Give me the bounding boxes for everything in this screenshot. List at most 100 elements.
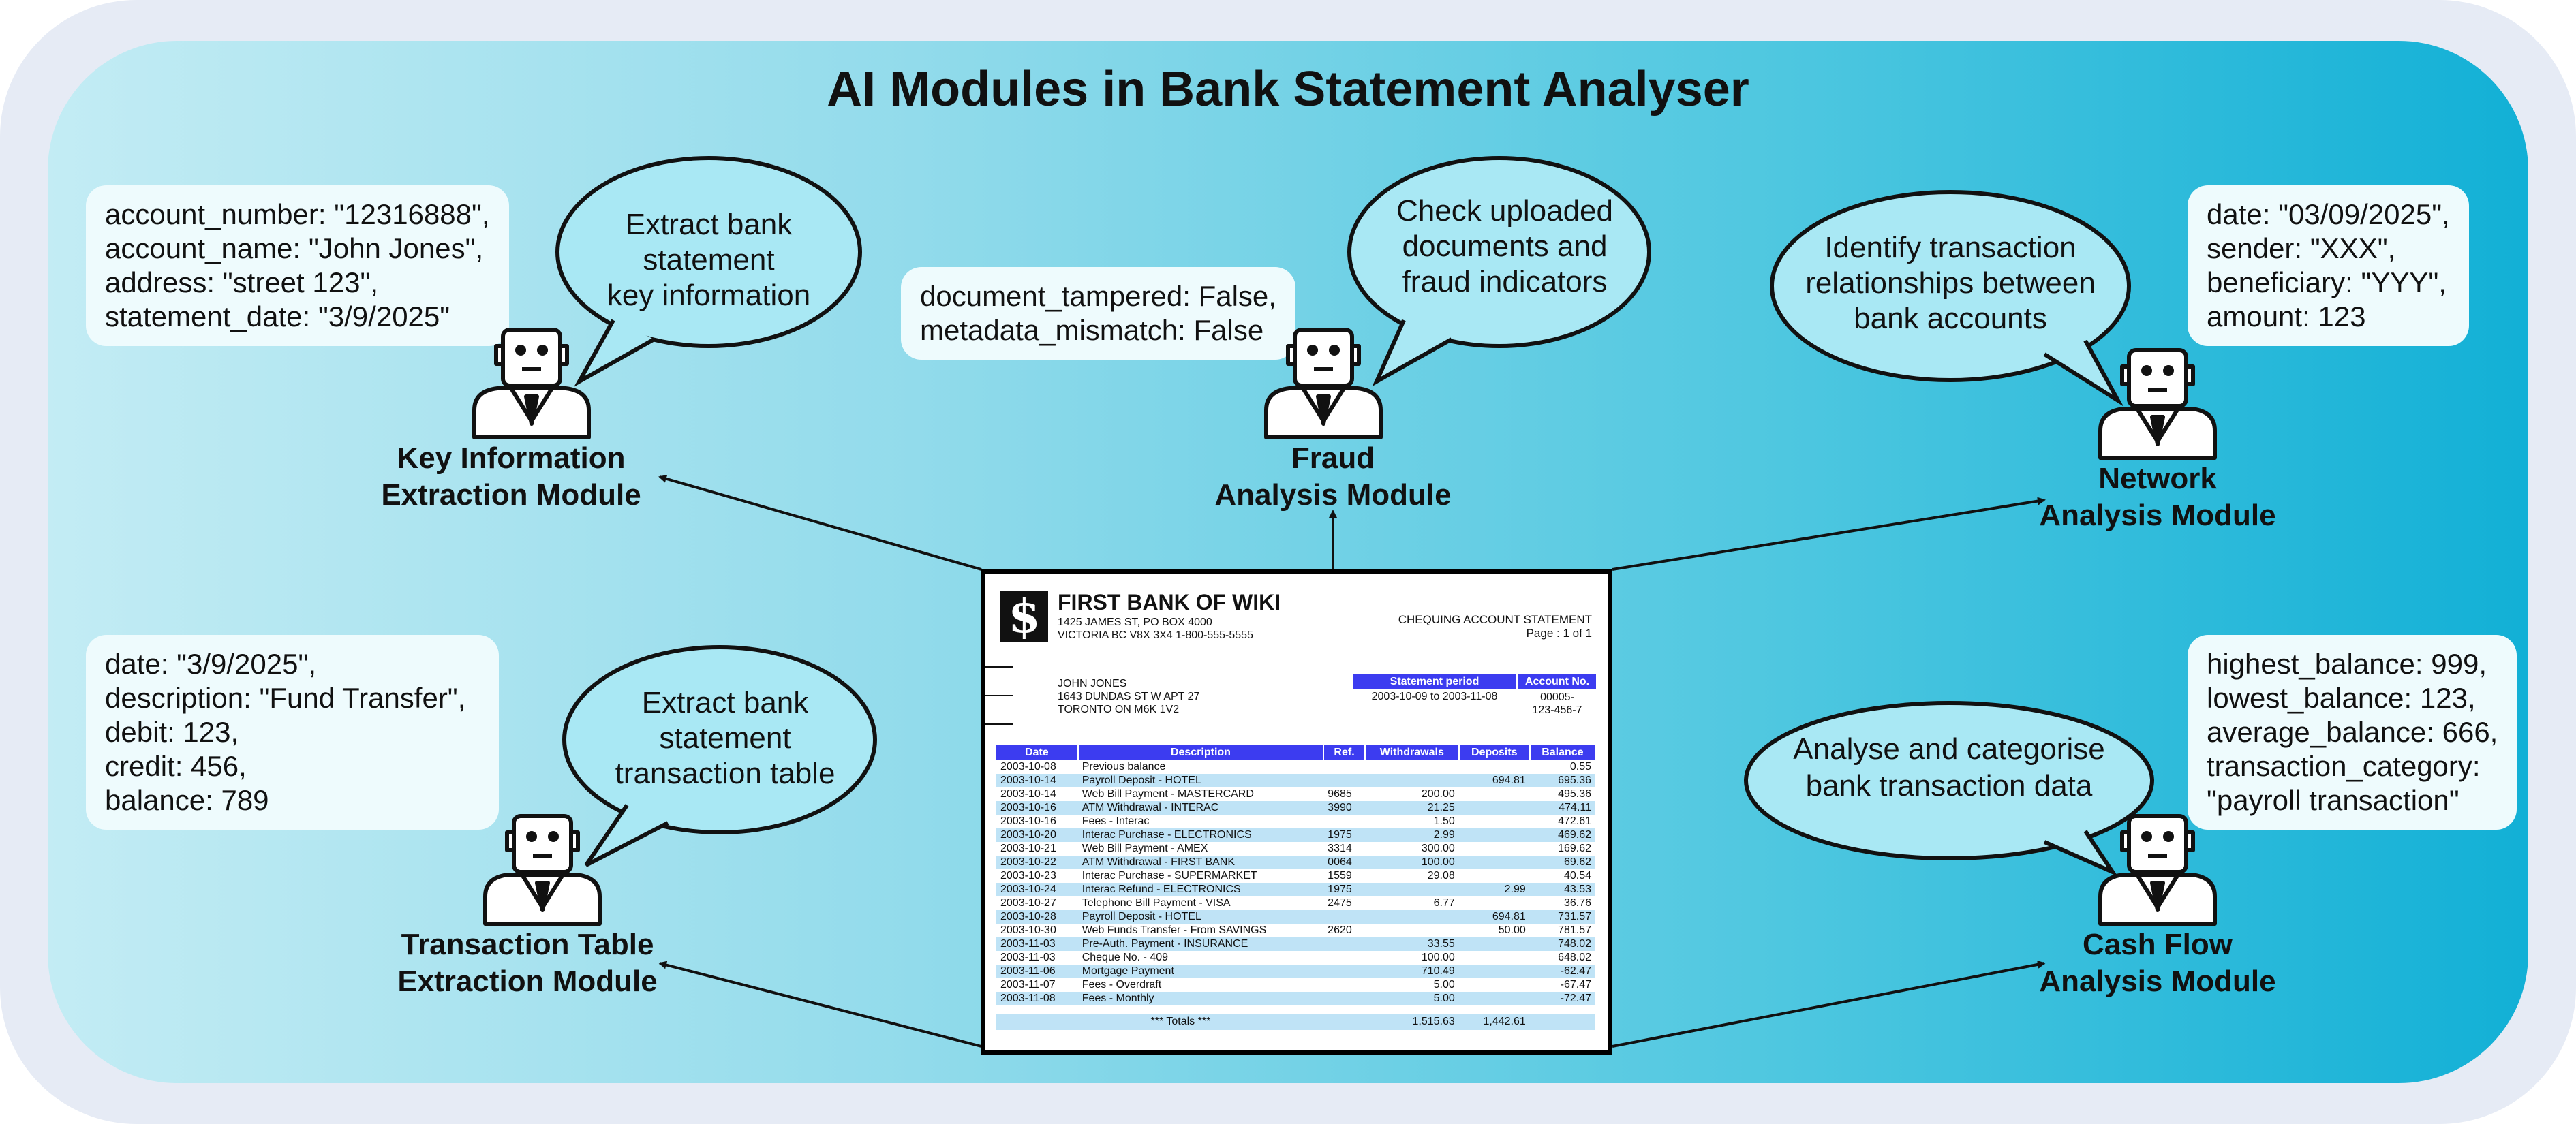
transaction-module-label: Transaction Table Extraction Module bbox=[391, 926, 664, 1000]
bubble-line: statement bbox=[643, 243, 774, 277]
card-line: debit: 123, bbox=[105, 716, 239, 748]
bubble-line: key information bbox=[607, 279, 810, 312]
label-line: Cash Flow bbox=[2082, 928, 2233, 961]
table-cell: 2003-11-08 bbox=[996, 992, 1078, 1005]
table-cell: 29.08 bbox=[1427, 870, 1455, 881]
table-cell bbox=[1365, 760, 1459, 774]
table-cell: 474.11 bbox=[1529, 801, 1595, 815]
table-cell: Web Bill Payment - AMEX bbox=[1082, 843, 1208, 854]
label-line: Analysis Module bbox=[2039, 499, 2276, 532]
arrow-to-key-info bbox=[658, 475, 982, 571]
customer-line: TORONTO ON M6K 1V2 bbox=[1058, 704, 1180, 715]
label-line: Fraud bbox=[1291, 441, 1375, 475]
label-line: Key Information bbox=[397, 441, 626, 475]
table-cell: 2620 bbox=[1328, 924, 1352, 936]
cashflow-robot-icon bbox=[2100, 816, 2215, 924]
table-cell: 695.36 bbox=[1529, 774, 1595, 787]
table-cell bbox=[1323, 992, 1365, 1005]
column-header: Ref. bbox=[1323, 745, 1366, 760]
bank-statement-document: $ FIRST BANK OF WIKI 1425 JAMES ST, PO B… bbox=[981, 569, 1612, 1055]
table-cell: 1.50 bbox=[1433, 815, 1455, 827]
network-module-label: Network Analysis Module bbox=[2021, 460, 2294, 534]
label-line: Transaction Table bbox=[401, 928, 654, 961]
card-line: account_number: "12316888", bbox=[105, 198, 490, 230]
card-line: document_tampered: False, bbox=[920, 280, 1276, 312]
table-cell: ATM Withdrawal - INTERAC bbox=[1077, 801, 1324, 815]
statement-period-header: Statement period bbox=[1353, 674, 1516, 689]
table-cell: 36.76 bbox=[1563, 897, 1591, 909]
bank-address-line: VICTORIA BC V8X 3X4 1-800-555-5555 bbox=[1058, 629, 1253, 641]
table-cell: 169.62 bbox=[1558, 843, 1591, 854]
table-cell: 1559 bbox=[1328, 870, 1352, 881]
network-speech-bubble bbox=[1770, 190, 2131, 407]
table-cell bbox=[1459, 815, 1530, 828]
table-cell: 469.62 bbox=[1529, 828, 1595, 842]
fraud-speech-bubble bbox=[1347, 156, 1651, 387]
table-cell: 300.00 bbox=[1421, 843, 1455, 854]
table-cell: 748.02 bbox=[1529, 937, 1595, 951]
bubble-line: Extract bank bbox=[626, 208, 793, 241]
bubble-line: documents and bbox=[1402, 230, 1608, 263]
table-cell bbox=[1458, 937, 1530, 951]
bubble-line: relationships between bbox=[1805, 266, 2096, 300]
label-line: Extraction Module bbox=[397, 965, 658, 998]
table-cell: 731.57 bbox=[1529, 910, 1595, 924]
bank-name: FIRST BANK OF WIKI bbox=[1058, 590, 1281, 614]
table-cell bbox=[1323, 910, 1365, 924]
table-cell: 0064 bbox=[1323, 856, 1365, 869]
table-cell: 9685 bbox=[1328, 788, 1352, 800]
table-cell: Interac Purchase - SUPERMARKET bbox=[1082, 870, 1257, 881]
arrow-to-cashflow bbox=[1612, 960, 2046, 1048]
key-info-module-label: Key Information Extraction Module bbox=[375, 440, 647, 514]
table-cell: 1975 bbox=[1323, 883, 1365, 896]
table-cell: 2003-10-27 bbox=[1000, 897, 1056, 909]
table-cell: 2003-10-30 bbox=[1000, 924, 1056, 936]
table-cell: 2003-10-20 bbox=[996, 828, 1078, 842]
table-cell: Cheque No. - 409 bbox=[1082, 952, 1169, 963]
table-cell: 694.81 bbox=[1458, 910, 1530, 924]
table-cell: Payroll Deposit - HOTEL bbox=[1077, 910, 1324, 924]
card-line: date: "03/09/2025", bbox=[2207, 198, 2450, 230]
table-cell bbox=[1364, 883, 1459, 896]
card-line: balance: 789 bbox=[105, 784, 269, 816]
table-cell: 2.99 bbox=[1458, 883, 1530, 896]
table-cell: 2003-10-16 bbox=[1000, 815, 1056, 827]
label-line: Network bbox=[2098, 462, 2217, 495]
table-cell: 710.49 bbox=[1364, 965, 1459, 978]
cashflow-speech-bubble bbox=[1744, 701, 2154, 877]
table-cell: Interac Purchase - ELECTRONICS bbox=[1077, 828, 1324, 842]
table-cell: 100.00 bbox=[1421, 952, 1455, 963]
table-cell: Mortgage Payment bbox=[1077, 965, 1324, 978]
table-cell bbox=[1459, 842, 1530, 856]
table-cell: Fees - Monthly bbox=[1077, 992, 1324, 1005]
key-info-output-card: account_number: "12316888", account_name… bbox=[86, 185, 509, 346]
table-cell: 2.99 bbox=[1364, 828, 1459, 842]
table-cell bbox=[1365, 924, 1459, 937]
account-number-value: 00005- 123-456-7 bbox=[1518, 691, 1596, 717]
table-cell: 2003-11-03 bbox=[1000, 952, 1056, 963]
table-cell bbox=[1323, 978, 1365, 992]
card-line: highest_balance: 999, bbox=[2207, 648, 2487, 680]
card-line: transaction_category: bbox=[2207, 750, 2481, 782]
table-cell: 40.54 bbox=[1563, 870, 1591, 881]
spacer-row bbox=[996, 1005, 1595, 1014]
card-line: average_balance: 666, bbox=[2207, 716, 2498, 748]
table-cell bbox=[1323, 815, 1365, 828]
